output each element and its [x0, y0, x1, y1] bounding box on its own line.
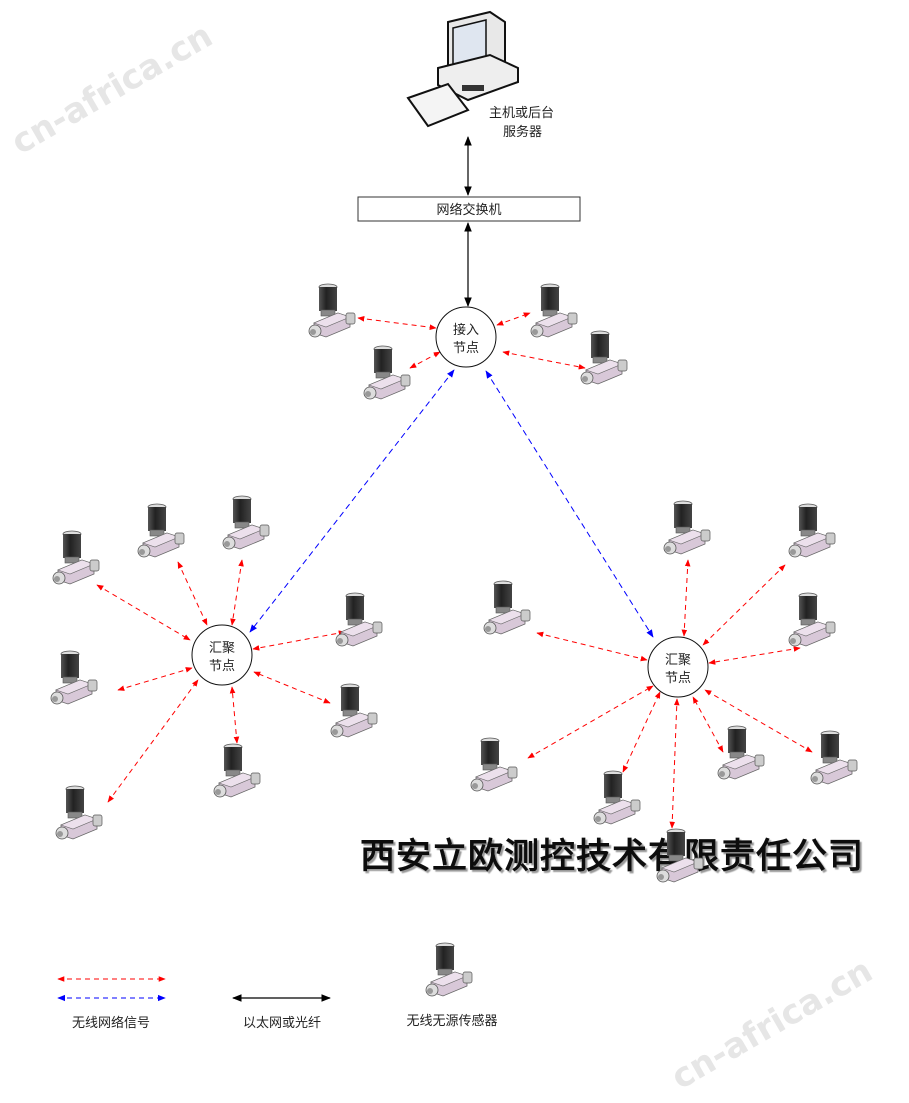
server-label-line2: 服务器	[503, 124, 542, 140]
access-node: 接入 节点	[435, 306, 497, 368]
sensor-icon	[223, 496, 269, 549]
sensor-icon	[336, 593, 382, 646]
sensor-icon	[594, 771, 640, 824]
network-switch: 网络交换机	[357, 196, 581, 222]
sensor-icon	[811, 731, 857, 784]
right-aggregation-node: 汇聚 节点	[647, 636, 709, 698]
switch-label: 网络交换机	[436, 202, 501, 218]
sensor-icon	[364, 346, 410, 399]
server-label-line1: 主机或后台	[489, 106, 554, 121]
sensors	[51, 284, 857, 839]
sensor-icon	[53, 531, 99, 584]
watermark: cn-africa.cn	[5, 16, 220, 163]
sensor-icon	[51, 651, 97, 704]
watermark: cn-africa.cn	[665, 951, 880, 1098]
sensor-icon	[581, 331, 627, 384]
sensor-icon	[138, 504, 184, 557]
sensor-icon	[789, 504, 835, 557]
sensor-icon	[664, 501, 710, 554]
sensor-icon	[309, 284, 355, 337]
left-aggregation-node: 汇聚 节点	[191, 624, 253, 686]
company-name: 西安立欧测控技术有限责任公司	[360, 837, 864, 877]
sensor-icon	[789, 593, 835, 646]
sensor-icon	[331, 684, 377, 737]
sensor-icon	[484, 581, 530, 634]
node-label: 接入	[453, 322, 479, 338]
wireless-link-blue	[485, 370, 654, 638]
node-label: 节点	[453, 341, 479, 356]
legend-wireless-label: 无线网络信号	[72, 1015, 150, 1031]
node-label: 汇聚	[209, 641, 235, 656]
wireless-links-red	[96, 312, 813, 829]
legend-sensor-label: 无线无源传感器	[406, 1013, 497, 1029]
sensor-icon	[718, 726, 764, 779]
sensor-icon	[471, 738, 517, 791]
sensor-icon	[214, 744, 260, 797]
wireless-link-blue	[249, 369, 455, 633]
node-label: 节点	[665, 671, 691, 686]
sensor-icon	[56, 786, 102, 839]
sensor-icon	[531, 284, 577, 337]
legend-ethernet-label: 以太网或光纤	[243, 1016, 321, 1031]
legend: 无线网络信号 以太网或光纤 无线无源传感器	[57, 943, 498, 1031]
node-label: 节点	[209, 659, 235, 674]
node-label: 汇聚	[665, 653, 691, 668]
legend-sensor-icon	[426, 943, 472, 996]
computer-icon	[406, 10, 519, 128]
